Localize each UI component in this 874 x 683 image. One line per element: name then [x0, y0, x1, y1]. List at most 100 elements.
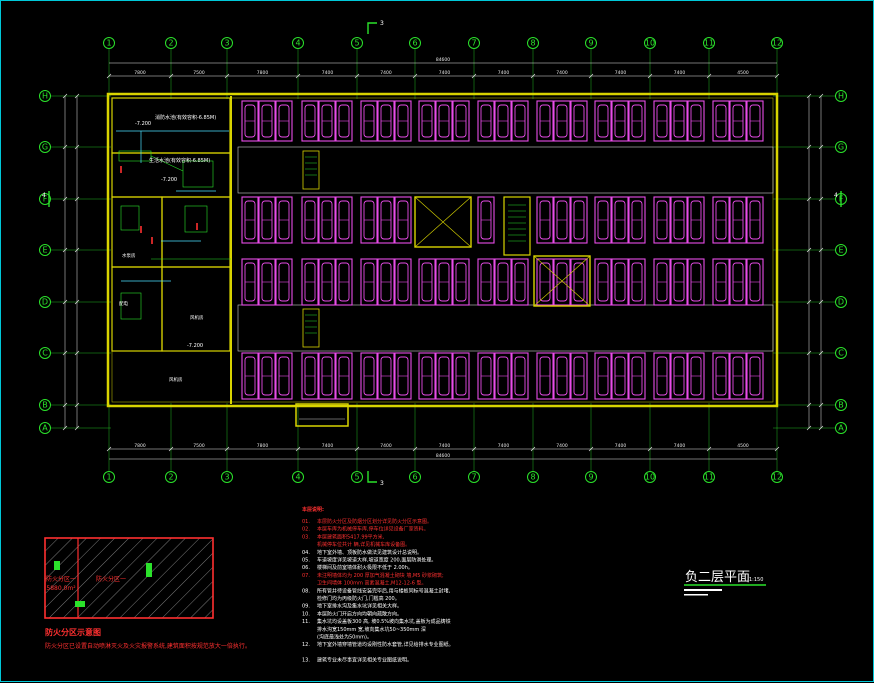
- dimension-bay: 7500: [193, 70, 205, 76]
- parking-stall: [594, 196, 612, 244]
- parking-space: [594, 100, 612, 142]
- parking-stall: [553, 258, 571, 306]
- axis-bubble-label: 9: [588, 39, 593, 48]
- axis-bubble-circle: [292, 37, 304, 49]
- axis-bubble-circle: [527, 37, 539, 49]
- parking-stall: [335, 258, 353, 306]
- note-text: 机械停车位共计 辆,详见机械车库设备图。: [317, 541, 410, 548]
- parking-space: [653, 352, 671, 400]
- dimension-tick: [224, 73, 230, 79]
- axis-bubble-circle: [644, 471, 656, 483]
- parking-space: [570, 100, 588, 142]
- axis-bubble-label: 7: [471, 39, 476, 48]
- parking-space: [687, 100, 705, 142]
- dimension-tick: [74, 144, 80, 150]
- parking-stall: [687, 196, 705, 244]
- parking-space: [318, 352, 336, 400]
- axis-bubble: 4: [292, 37, 304, 49]
- plan-title: 负二层平面: [685, 570, 750, 585]
- axis-bubble-circle: [39, 347, 51, 359]
- parking-space: [377, 196, 395, 244]
- parking-space: [594, 196, 612, 244]
- axis-bubble-circle: [39, 244, 51, 256]
- axis-bubble-label: 1: [106, 39, 111, 48]
- parking-stall: [335, 100, 353, 142]
- parking-space: [477, 100, 495, 142]
- axis-bubble-circle: [585, 471, 597, 483]
- parking-space: [360, 258, 378, 306]
- note-number: 01.: [302, 519, 310, 525]
- axis-bubble-label: 12: [772, 39, 782, 48]
- dimension-tick: [818, 93, 824, 99]
- axis-bubble-circle: [351, 471, 363, 483]
- parking-space: [394, 258, 412, 306]
- parking-stall: [670, 196, 688, 244]
- dimension-tick: [706, 73, 712, 79]
- parking-stall: [301, 258, 319, 306]
- parking-stall: [301, 352, 319, 400]
- axis-bubble: 12: [771, 471, 783, 483]
- parking-space: [628, 100, 646, 142]
- parking-space: [452, 258, 470, 306]
- parking-space: [553, 196, 571, 244]
- note-text: 集水坑均设盖板300 高, 坡0.5%坡向集水坑,盖板为成品铸铁: [317, 618, 451, 625]
- parking-space: [258, 352, 276, 400]
- parking-stall: [318, 100, 336, 142]
- axis-bubble-circle: [409, 37, 421, 49]
- dimension-tick: [588, 446, 594, 452]
- parking-stall: [536, 258, 554, 306]
- parking-stall: [360, 196, 378, 244]
- parking-stall: [435, 258, 453, 306]
- parking-stall: [536, 100, 554, 142]
- dimension-tick: [62, 402, 68, 408]
- dimension-tick: [818, 299, 824, 305]
- dimension-tick: [412, 446, 418, 452]
- parking-stall: [553, 100, 571, 142]
- parking-stall: [275, 352, 293, 400]
- axis-bubble-circle: [165, 37, 177, 49]
- parking-space: [360, 100, 378, 142]
- axis-bubble: 9: [585, 37, 597, 49]
- axis-bubble-label: 11: [704, 473, 714, 482]
- parking-space: [301, 196, 319, 244]
- parking-stall: [653, 196, 671, 244]
- parking-space: [258, 196, 276, 244]
- parking-space: [377, 100, 395, 142]
- axis-bubble-circle: [835, 90, 847, 102]
- parking-stall: [570, 100, 588, 142]
- dimension-tick: [62, 425, 68, 431]
- axis-bubble-circle: [221, 471, 233, 483]
- axis-bubble-circle: [39, 296, 51, 308]
- note-text: 未注明墙体均为 200 厚加气混凝土砌块 墙,M5 砂浆砌筑;: [317, 572, 444, 579]
- parking-space: [418, 352, 436, 400]
- parking-space: [318, 196, 336, 244]
- parking-stall: [477, 352, 495, 400]
- axis-bubble-label: G: [838, 143, 844, 152]
- parking-stall: [712, 196, 730, 244]
- axis-bubble-circle: [644, 37, 656, 49]
- parking-space: [301, 100, 319, 142]
- parking-space: [275, 352, 293, 400]
- parking-stall: [275, 196, 293, 244]
- fire-zone-area-label: 防火分区一: [96, 575, 126, 583]
- note-text: 排水沟宽150mm 宽,坡向集水坑50~350mm 深: [317, 626, 426, 633]
- parking-space: [494, 100, 512, 142]
- parking-stall: [670, 100, 688, 142]
- axis-bubble-label: C: [42, 349, 48, 358]
- dimension-tick: [106, 73, 112, 79]
- parking-stall: [536, 196, 554, 244]
- parking-space: [377, 258, 395, 306]
- axis-bubble-circle: [703, 37, 715, 49]
- axis-bubble: 1: [103, 37, 115, 49]
- parking-stall: [494, 258, 512, 306]
- parking-space: [511, 352, 529, 400]
- room-label-fan2: 风机房: [169, 376, 183, 383]
- parking-stall: [712, 258, 730, 306]
- axis-bubble: 3: [221, 471, 233, 483]
- parking-space: [335, 196, 353, 244]
- parking-space: [241, 258, 259, 306]
- parking-space: [712, 352, 730, 400]
- parking-space: [275, 258, 293, 306]
- parking-stall: [570, 196, 588, 244]
- axis-bubble-circle: [351, 37, 363, 49]
